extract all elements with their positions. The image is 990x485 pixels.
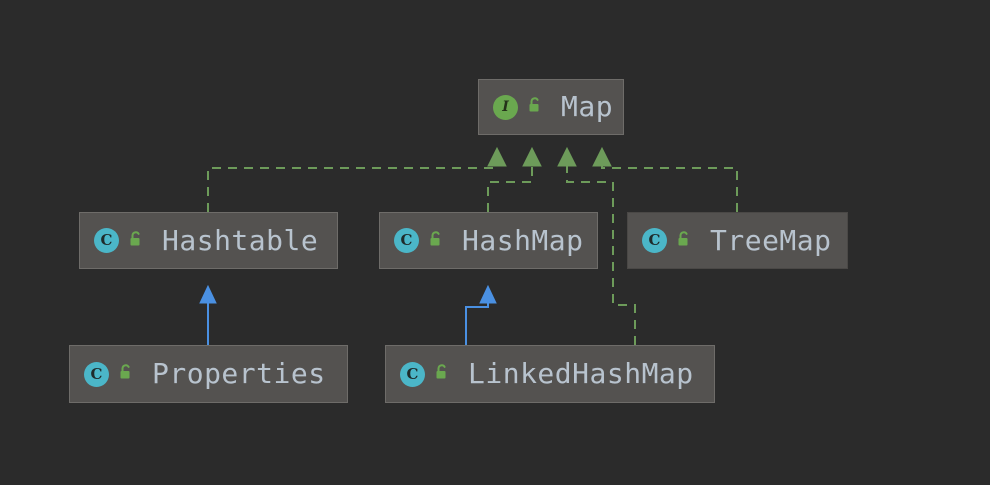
- uml-node-hashmap[interactable]: C HashMap: [379, 212, 598, 269]
- node-label: HashMap: [462, 223, 584, 257]
- node-icon-group: C: [400, 361, 452, 387]
- node-label: Properties: [152, 357, 326, 390]
- class-badge-icon: C: [394, 228, 419, 253]
- node-icon-group: I: [493, 94, 545, 120]
- unlocked-padlock-icon: [116, 362, 136, 386]
- node-icon-group: C: [394, 228, 446, 253]
- uml-node-treemap[interactable]: C TreeMap: [627, 212, 848, 269]
- interface-badge-icon: I: [493, 94, 518, 120]
- node-label: Map: [561, 90, 614, 123]
- node-icon-group: C: [84, 361, 136, 387]
- arrowhead-implements: [592, 146, 612, 167]
- class-badge-icon: C: [400, 361, 425, 387]
- arrowhead-implements: [487, 146, 507, 167]
- arrowhead-extends: [479, 284, 497, 304]
- uml-node-linkedhashmap[interactable]: C LinkedHashMap: [385, 345, 715, 403]
- node-label: TreeMap: [710, 223, 832, 257]
- class-badge-icon: C: [642, 228, 667, 253]
- class-badge-icon: C: [94, 228, 119, 253]
- unlocked-padlock-icon: [674, 229, 694, 253]
- unlocked-padlock-icon: [426, 229, 446, 253]
- class-badge-icon: C: [84, 361, 109, 387]
- arrowhead-implements: [522, 146, 542, 167]
- node-label: Hashtable: [162, 223, 319, 257]
- edge-implements: [207, 146, 507, 212]
- uml-node-map[interactable]: I Map: [478, 79, 624, 135]
- node-icon-group: C: [642, 228, 694, 253]
- uml-node-properties[interactable]: C Properties: [69, 345, 348, 403]
- unlocked-padlock-icon: [126, 229, 146, 253]
- arrowhead-implements: [557, 146, 577, 167]
- edge-implements: [487, 146, 542, 212]
- unlocked-padlock-icon: [432, 362, 452, 386]
- node-label: LinkedHashMap: [468, 357, 694, 390]
- edge-extends: [199, 284, 217, 345]
- uml-node-hashtable[interactable]: C Hashtable: [79, 212, 338, 269]
- arrowhead-extends: [199, 284, 217, 304]
- edge-extends: [465, 284, 497, 345]
- edge-implements: [592, 146, 738, 212]
- unlocked-padlock-icon: [525, 95, 545, 119]
- node-icon-group: C: [94, 228, 146, 253]
